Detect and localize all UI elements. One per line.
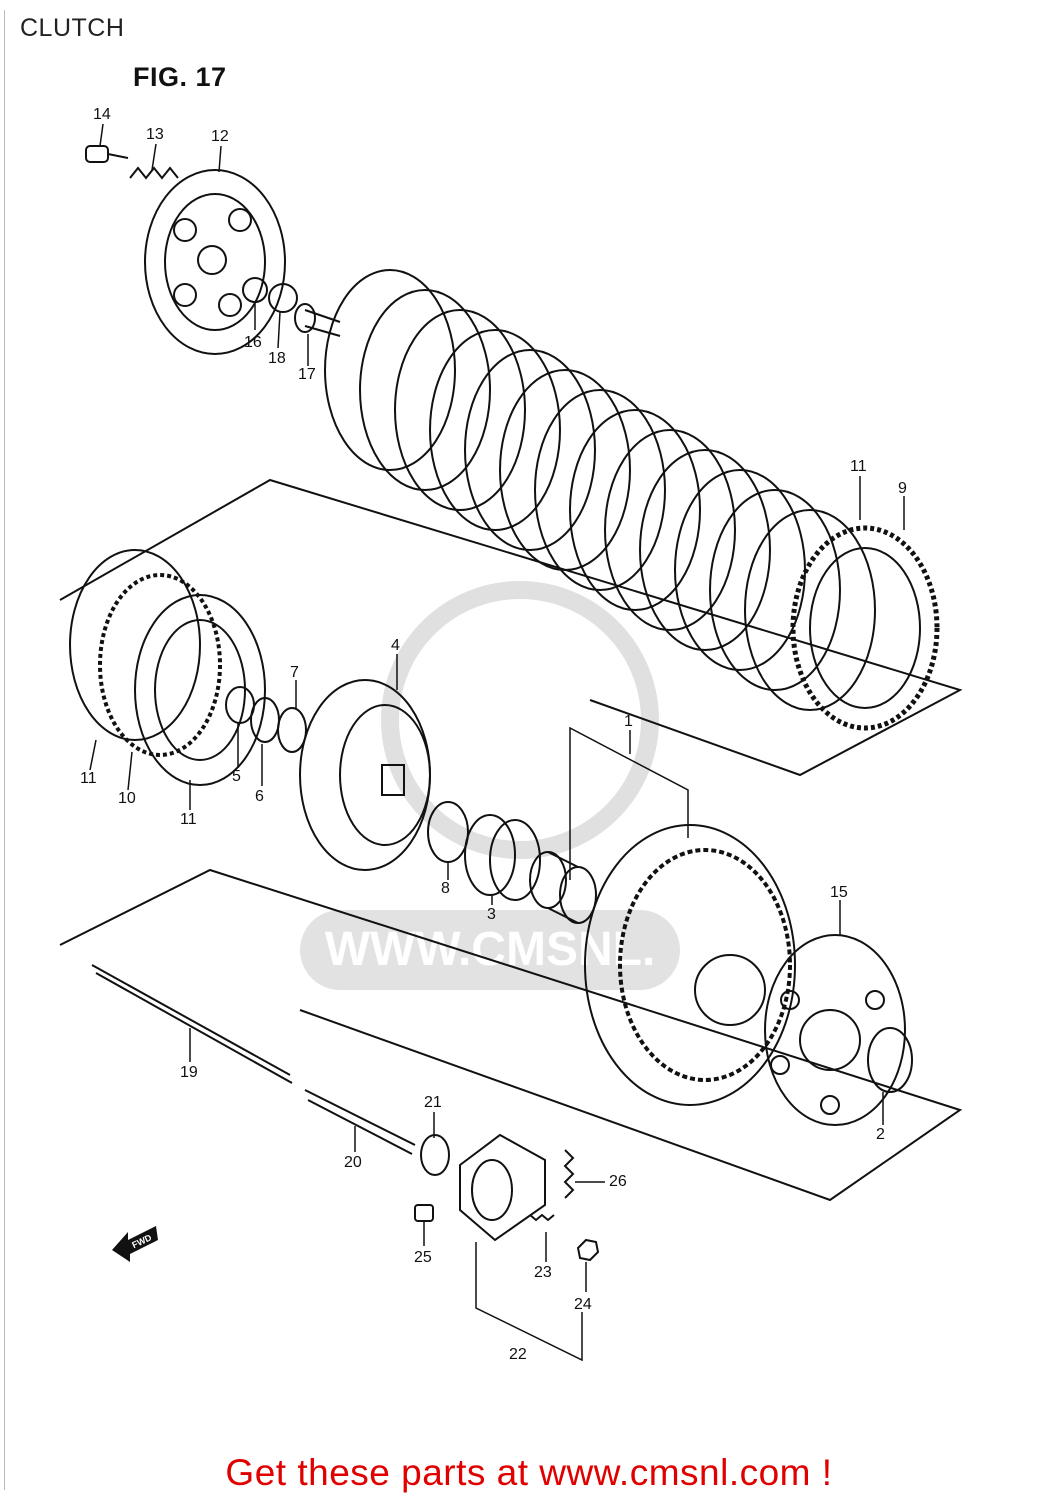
callout-11-top: 11	[850, 458, 867, 475]
screw-part-23	[529, 1213, 555, 1222]
callout-13: 13	[146, 126, 164, 143]
watermark-text: WWW.CMSNL.	[325, 923, 656, 976]
bearing-part-18	[268, 283, 298, 313]
spring-part-26	[563, 1149, 575, 1199]
fwd-arrow-icon: FWD	[112, 1226, 158, 1262]
callout-22: 22	[509, 1346, 527, 1363]
washer-part-21	[420, 1134, 450, 1176]
callout-23: 23	[534, 1264, 552, 1281]
callout-7: 7	[290, 664, 299, 681]
callout-2: 2	[876, 1126, 885, 1143]
leader-lines	[89, 123, 905, 1362]
plate-group-left	[69, 549, 266, 786]
callout-3: 3	[487, 906, 496, 923]
washer-part-7	[277, 707, 307, 753]
clutch-release-part-22	[459, 1133, 546, 1242]
callout-19: 19	[180, 1064, 198, 1081]
left-border	[4, 10, 5, 1490]
callout-11-left: 11	[80, 770, 97, 787]
callout-6: 6	[255, 788, 264, 805]
figure-label: FIG. 17	[133, 62, 227, 92]
callout-1: 1	[624, 713, 633, 730]
bolt-part-25	[414, 1204, 434, 1222]
needle-bearing-part-3	[464, 814, 541, 901]
callout-8: 8	[441, 880, 450, 897]
callout-11-bottom: 11	[180, 811, 197, 828]
washer-part-2	[867, 1027, 913, 1093]
frame-lower	[59, 868, 963, 1202]
washer-part-16	[242, 277, 268, 303]
watermark: WWW.CMSNL.	[300, 581, 680, 990]
primary-driven-gear-part-1	[584, 824, 796, 1106]
callout-16: 16	[244, 334, 262, 351]
callout-10: 10	[118, 790, 136, 807]
callout-24: 24	[574, 1296, 592, 1313]
bolt-part-14	[85, 145, 129, 163]
callout-9: 9	[898, 480, 907, 497]
frame-upper	[59, 478, 963, 777]
spring-part-13	[129, 166, 179, 180]
pushpiece-part-20	[304, 1089, 416, 1155]
callout-18: 18	[268, 350, 286, 367]
callout-14: 14	[93, 106, 111, 123]
nut-part-24	[576, 1238, 600, 1262]
spacer	[529, 851, 597, 924]
callout-26: 26	[609, 1173, 627, 1190]
pressure-plate-part-12	[144, 169, 286, 355]
callout-15: 15	[830, 884, 848, 901]
callout-5: 5	[232, 768, 241, 785]
pushrod-part-19	[91, 964, 293, 1084]
callout-12: 12	[211, 128, 229, 145]
callout-25: 25	[414, 1249, 432, 1266]
callout-21: 21	[424, 1094, 442, 1111]
callout-4: 4	[391, 637, 400, 654]
clutch-plate-stack	[324, 269, 876, 711]
callout-17: 17	[298, 366, 316, 383]
get-parts-link[interactable]: Get these parts at www.cmsnl.com !	[225, 1452, 833, 1493]
bearing-part-5	[225, 686, 255, 724]
friction-plate-part-9	[790, 525, 940, 731]
page-title: CLUTCH	[20, 14, 125, 42]
starter-driven-gear-part-15	[764, 934, 906, 1126]
callout-20: 20	[344, 1154, 362, 1171]
clutch-sleeve-hub-part-4	[299, 679, 431, 871]
